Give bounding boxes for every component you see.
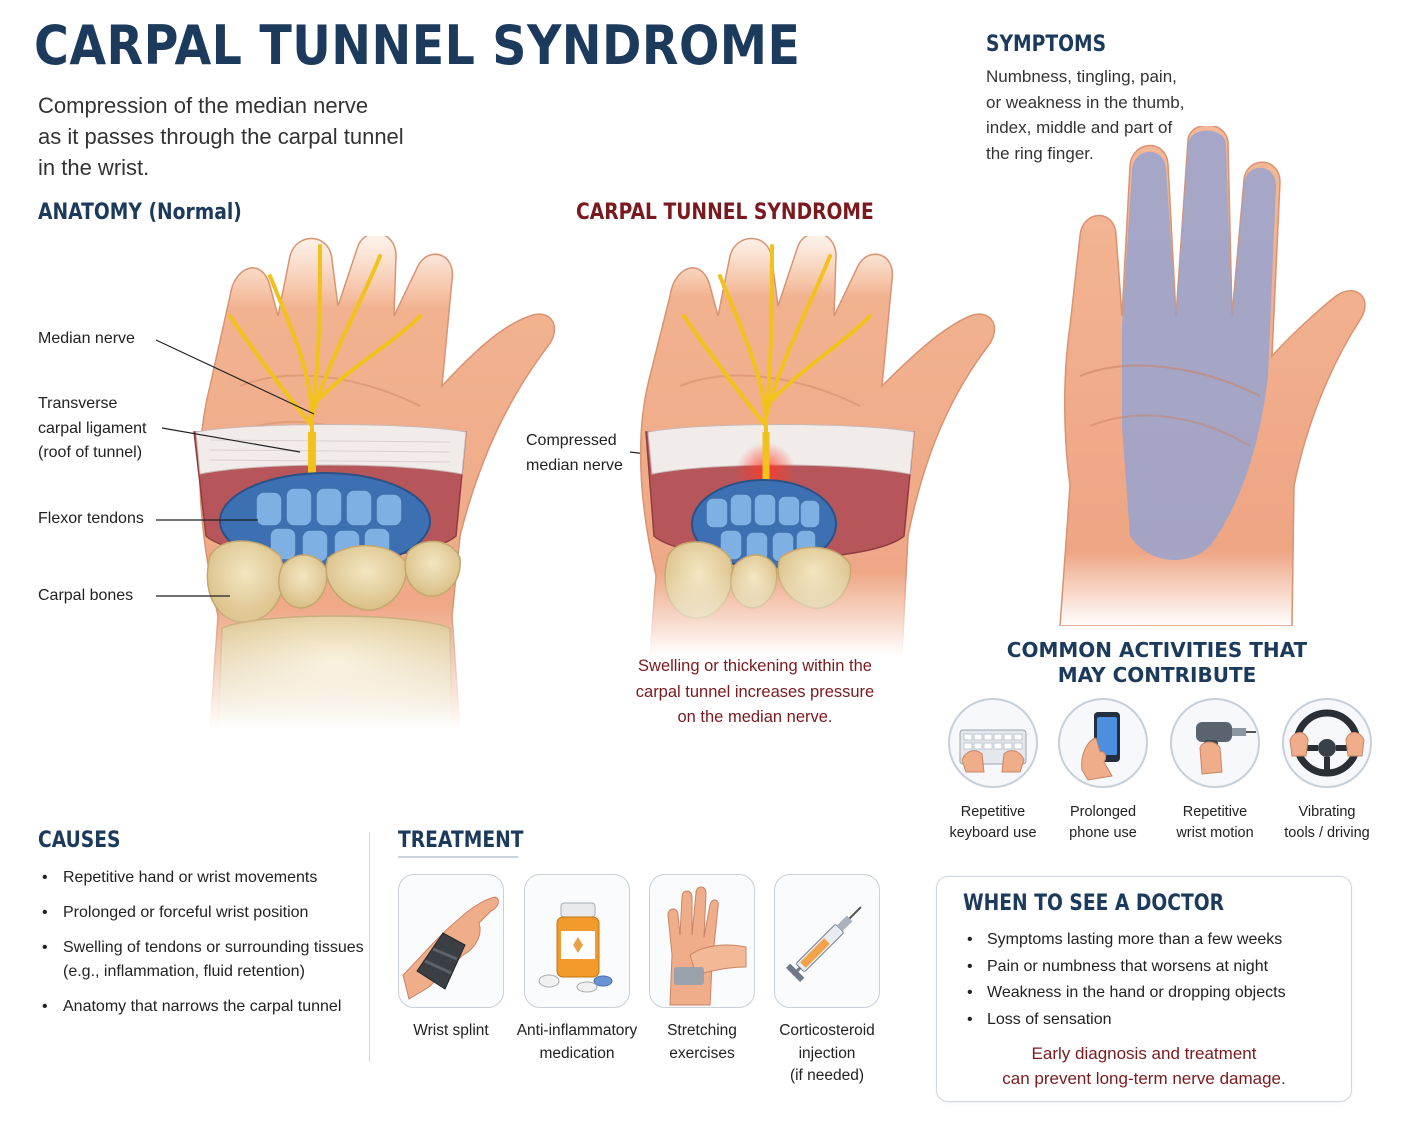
activity-label-line: keyboard use [949,825,1037,841]
activity-keyboard: Repetitive keyboard use [938,698,1048,844]
intro-line: in the wrist. [38,155,150,180]
treatment-label: Corticosteroid injection (if needed) [762,1020,892,1088]
treatment-label: Wrist splint [386,1020,516,1043]
compressed-nerve-label-line: median nerve [526,456,623,474]
symptom-hand-illustration [1059,126,1366,626]
treatment-label-line: Stretching [667,1022,737,1039]
flexor-tendons-label: Flexor tendons [38,510,144,527]
causes-heading: CAUSES [38,828,121,853]
treatment-label: Stretching exercises [637,1020,767,1065]
symptoms-line: or weakness in the thumb, [986,92,1185,112]
ligament-label: Transverse carpal ligament (roof of tunn… [38,392,147,466]
treatment-medication: Anti-inflammatory medication [512,874,642,1065]
symptoms-line: the ring finger. [986,143,1094,163]
anatomy-heading: ANATOMY (Normal) [38,200,242,225]
activity-label-line: Repetitive [1182,804,1248,820]
ligament-label-line: Transverse [38,395,118,412]
cause-text: (e.g., inflammation, fluid retention) [63,963,305,980]
doctor-item: Pain or numbness that worsens at night [965,954,1286,981]
wrist-splint-icon [398,874,504,1008]
intro-line: as it passes through the carpal tunnel [38,124,404,149]
activity-vibrating-tools: Vibrating tools / driving [1272,698,1382,844]
intro-line: Compression of the median nerve [38,93,369,118]
activity-label-line: wrist motion [1176,825,1254,841]
treatment-label-line: medication [539,1044,615,1062]
activity-label: Vibrating tools / driving [1272,802,1382,844]
activity-label: Repetitive wrist motion [1160,802,1270,844]
cts-caption-line: on the median nerve. [677,708,833,726]
treatment-wrist-splint: Wrist splint [386,874,516,1043]
cause-item: Anatomy that narrows the carpal tunnel [38,995,368,1019]
causes-list: Repetitive hand or wrist movements Prolo… [38,866,368,1030]
treatment-label-line: exercises [669,1044,735,1062]
symptoms-text: Numbness, tingling, pain, or weakness in… [986,64,1226,166]
cause-item: Swelling of tendons or surrounding tissu… [38,936,368,984]
treatment-label-line: Corticosteroid [779,1022,875,1039]
steering-wheel-icon [1282,698,1372,788]
syringe-icon [774,874,880,1008]
intro-text: Compression of the median nerve as it pa… [38,90,438,183]
activity-label: Prolonged phone use [1048,802,1158,844]
activities-heading-line: COMMON ACTIVITIES THAT [1006,638,1308,662]
activity-label: Repetitive keyboard use [938,802,1048,844]
cts-caption-line: Swelling or thickening within the [638,657,872,675]
doctor-item: Symptoms lasting more than a few weeks [965,927,1286,954]
median-nerve-label: Median nerve [38,330,135,347]
keyboard-icon [948,698,1038,788]
treatment-label: Anti-inflammatory medication [512,1020,642,1065]
symptoms-heading: SYMPTOMS [986,32,1107,57]
doctor-list: Symptoms lasting more than a few weeks P… [965,927,1286,1033]
cause-item: Repetitive hand or wrist movements [38,866,368,890]
doctor-info-box: WHEN TO SEE A DOCTOR Symptoms lasting mo… [936,876,1352,1102]
activity-label-line: Repetitive [960,804,1026,820]
doctor-note: Early diagnosis and treatment can preven… [937,1041,1351,1091]
cts-heading: CARPAL TUNNEL SYNDROME [576,200,874,225]
activity-phone: Prolonged phone use [1048,698,1158,844]
drill-icon [1170,698,1260,788]
cause-text: Repetitive hand or wrist movements [63,869,318,886]
activities-heading-line: MAY CONTRIBUTE [1057,663,1257,687]
page-title: CARPAL TUNNEL SYNDROME [34,14,801,77]
doctor-note-line: Early diagnosis and treatment [1031,1044,1257,1063]
treatment-label-line: Anti-inflammatory [516,1022,638,1039]
activity-wrist-motion: Repetitive wrist motion [1160,698,1270,844]
section-divider [369,832,370,1062]
stretching-hand-icon [649,874,755,1008]
symptoms-line: index, middle and part of [986,118,1173,137]
treatment-label-line: injection [798,1044,856,1062]
cause-text: Swelling of tendons or surrounding tissu… [63,939,364,956]
carpal-tunnel-wrist-illustration [620,236,1020,656]
phone-icon [1058,698,1148,788]
treatment-label-line: Wrist splint [413,1022,489,1039]
activity-label-line: Vibrating [1298,804,1356,820]
ligament-label-line: (roof of tunnel) [38,444,143,461]
cts-caption: Swelling or thickening within the carpal… [600,654,910,731]
treatment-injection: Corticosteroid injection (if needed) [762,874,892,1088]
cause-text: Prolonged or forceful wrist position [63,904,309,921]
treatment-heading-underline [398,856,518,858]
compressed-nerve-label-line: Compressed [526,432,617,449]
activity-label-line: phone use [1069,825,1137,841]
doctor-item: Weakness in the hand or dropping objects [965,980,1286,1007]
normal-wrist-illustration [170,236,590,730]
pill-bottle-icon [524,874,630,1008]
treatment-stretching: Stretching exercises [637,874,767,1065]
cts-caption-line: carpal tunnel increases pressure [635,682,875,701]
doctor-heading: WHEN TO SEE A DOCTOR [963,891,1225,916]
activities-heading: COMMON ACTIVITIES THAT MAY CONTRIBUTE [1000,638,1314,688]
compressed-nerve-label: Compressed median nerve [526,429,623,478]
doctor-note-line: can prevent long-term nerve damage. [1002,1069,1286,1088]
doctor-item: Loss of sensation [965,1007,1286,1034]
cause-item: Prolonged or forceful wrist position [38,901,368,925]
treatment-heading: TREATMENT [398,828,524,853]
cause-text: Anatomy that narrows the carpal tunnel [63,998,342,1015]
treatment-label-line: (if needed) [789,1067,865,1084]
symptoms-line: Numbness, tingling, pain, [986,67,1177,86]
activity-label-line: Prolonged [1069,804,1137,820]
activity-label-line: tools / driving [1284,825,1370,841]
ligament-label-line: carpal ligament [38,419,147,437]
carpal-bones-label: Carpal bones [38,587,134,604]
